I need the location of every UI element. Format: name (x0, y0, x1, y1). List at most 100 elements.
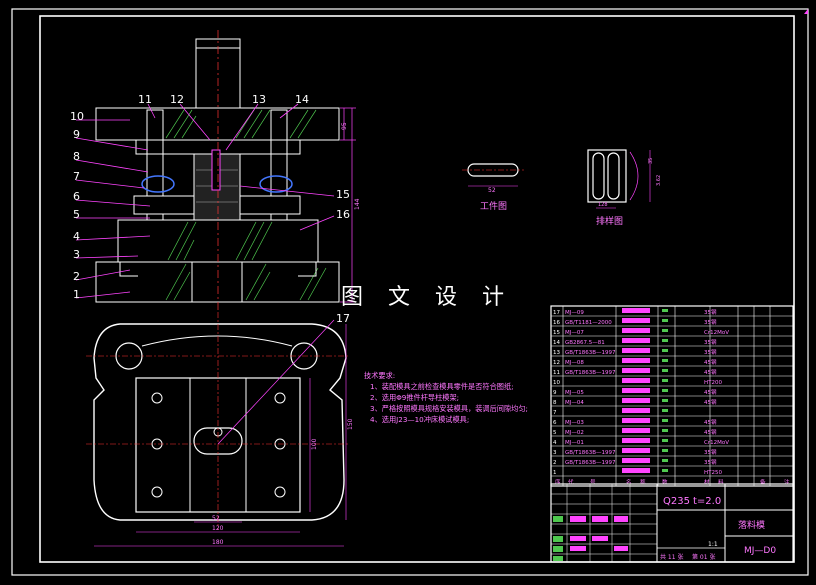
parts-row-material: HT250 (704, 470, 722, 476)
parts-row-material: 35钢 (704, 448, 717, 456)
parts-row-name (622, 398, 650, 403)
parts-row-name (622, 378, 650, 383)
parts-row-code: MJ—08 (565, 360, 584, 366)
part-number: 15 (336, 188, 350, 201)
part-numbers: 1 2 3 4 5 6 7 8 9 10 11 12 13 14 15 16 1… (70, 93, 350, 325)
blank-2 (607, 152, 620, 200)
notes-heading: 技术要求: (364, 371, 395, 380)
parts-row-name (622, 388, 650, 393)
parts-row-material: HT200 (704, 380, 722, 386)
parts-header-cell: 数 (662, 478, 668, 486)
parts-row-qty (662, 329, 668, 332)
rubber-right (259, 175, 293, 193)
parts-row-qty (662, 429, 668, 432)
parts-row-name (622, 348, 650, 353)
parts-row-name (622, 468, 650, 473)
parts-header-cell: 号 (590, 479, 596, 486)
parts-row-qty (662, 339, 668, 342)
parts-row-name (622, 318, 650, 323)
parts-row-qty (662, 379, 668, 382)
parts-header-cell: 注 (784, 478, 790, 486)
parts-row-name (622, 448, 650, 453)
title-scale: 1:1 (708, 541, 718, 548)
parts-row-qty (662, 439, 668, 442)
part-number: 4 (73, 230, 80, 243)
parts-row-number: 9 (553, 390, 557, 396)
dim-inner-height: 100 (311, 438, 318, 450)
title-drawing-name: 落料模 (738, 519, 765, 531)
title-sheet-total: 共 11 张 (660, 553, 683, 561)
parts-row-name (622, 368, 650, 373)
parts-row-number: 10 (553, 380, 560, 386)
parts-row-qty (662, 349, 668, 352)
workpiece-drawing: 52 工件图 (462, 163, 524, 212)
part-number: 14 (295, 93, 309, 106)
parts-row-material: 35钢 (704, 308, 717, 316)
parts-row-code: GB/T1863B—1997 (565, 450, 616, 456)
part-number: 8 (73, 150, 80, 163)
parts-row-code: MJ—07 (565, 330, 584, 336)
section-dimensions (340, 107, 356, 303)
parts-row-material: 45钢 (704, 388, 717, 396)
part-number: 11 (138, 93, 152, 106)
parts-row-name (622, 428, 650, 433)
notes-item: 2、选用Φ9推件杆导柱模架; (370, 393, 459, 402)
dim-plan-width-inner: 120 (212, 525, 224, 532)
notes-item: 4、选用J23—10冲床模试模具; (370, 415, 469, 424)
parts-row-qty (662, 319, 668, 322)
parts-row-material: Cr12MoV (704, 330, 729, 336)
parts-row-qty (662, 359, 668, 362)
title-material: Q235 (663, 496, 690, 507)
section-view (95, 30, 340, 310)
parts-row-code: MJ—04 (565, 400, 584, 406)
plan-outline (93, 323, 347, 521)
parts-row-name (622, 328, 650, 333)
parts-row-material: 35钢 (704, 348, 717, 356)
part-number: 6 (73, 190, 80, 203)
parts-header-cell: 名 (626, 478, 632, 486)
parts-row-number: 6 (553, 420, 557, 426)
dim-slot-width: 52 (212, 515, 220, 522)
dim-upper-height: 95 (341, 122, 348, 130)
parts-row-code: MJ—02 (565, 430, 584, 436)
dim-overall-height: 144 (354, 198, 361, 210)
parts-row-name (622, 358, 650, 363)
part-number: 2 (73, 270, 80, 283)
technical-notes: 技术要求: 1、装配模具之前检查模具零件是否符合图纸; 2、选用Φ9推件杆导柱模… (364, 371, 528, 424)
part-number: 17 (336, 312, 350, 325)
parts-row-qty (662, 399, 668, 402)
parts-row-qty (662, 309, 668, 312)
dim-plan-depth: 150 (347, 418, 354, 430)
parts-row-name (622, 308, 650, 313)
part-number: 9 (73, 128, 80, 141)
parts-row-material: Cr12MoV (704, 440, 729, 446)
parts-row-qty (662, 419, 668, 422)
corner-mark (804, 9, 808, 14)
notes-item: 1、装配模具之前检查模具零件是否符合图纸; (370, 382, 514, 391)
blank-1 (592, 152, 605, 200)
plan-view: 120 180 52 150 100 (86, 312, 354, 547)
parts-row-qty (662, 409, 668, 412)
parts-row-name (622, 418, 650, 423)
parts-row-material: 35钢 (704, 458, 717, 466)
parts-row-material: 35钢 (704, 318, 717, 326)
parts-row-qty (662, 469, 668, 472)
parts-row-code: MJ—05 (565, 390, 584, 396)
parts-header-cell: 代 (568, 478, 574, 486)
parts-row-material: 45钢 (704, 368, 717, 376)
parts-row-number: 15 (553, 330, 560, 336)
rubber-left (141, 175, 175, 193)
parts-row-code: GB2867.5—81 (565, 340, 605, 346)
layout-label: 排样图 (596, 215, 623, 227)
parts-row-number: 7 (553, 410, 557, 416)
parts-row-number: 8 (553, 400, 557, 406)
parts-row-number: 11 (553, 370, 560, 376)
part-number: 3 (73, 248, 80, 261)
ejector-pin (211, 149, 221, 191)
parts-row-name (622, 438, 650, 443)
watermark-text: 图 文 设 计 (341, 285, 513, 310)
layout-dim-c: 35 (648, 158, 654, 164)
parts-row-number: 4 (553, 440, 557, 446)
